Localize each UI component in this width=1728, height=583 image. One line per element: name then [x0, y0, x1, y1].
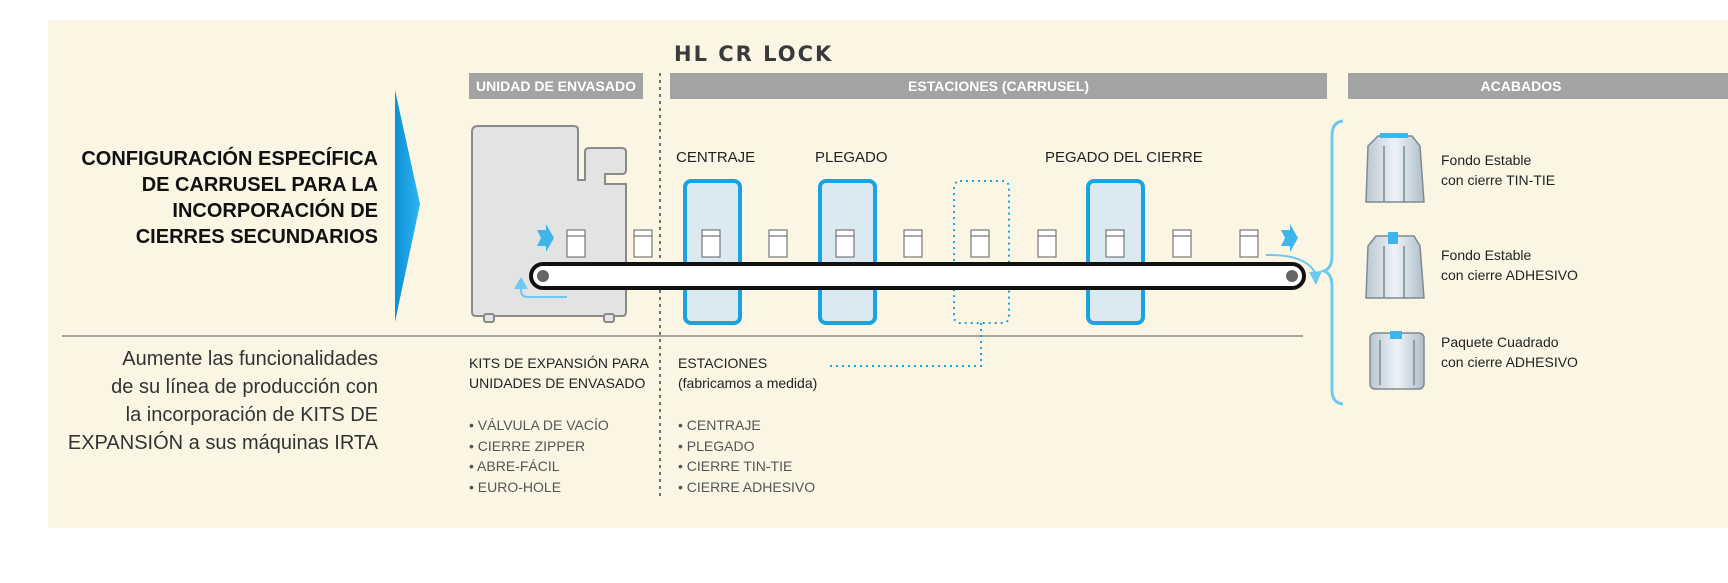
- header-unit: UNIDAD DE ENVASADO: [469, 73, 643, 99]
- return-arrow-icon: [520, 287, 567, 298]
- station-label-plegado: PLEGADO: [815, 149, 888, 166]
- package-icon: [903, 229, 923, 258]
- kits-title: KITS DE EXPANSIÓN PARA UNIDADES DE ENVAS…: [469, 355, 649, 391]
- bag-tin-tie-icon: [1365, 133, 1425, 203]
- out-arrow-icon: [1281, 224, 1298, 252]
- package-icon: [566, 229, 586, 258]
- packaging-machine-icon: [471, 125, 627, 323]
- header-finishes: ACABADOS: [1348, 73, 1728, 99]
- package-icon: [633, 229, 653, 258]
- finishes-bracket: [1319, 119, 1344, 406]
- square-pack-adhesive-icon: [1369, 331, 1425, 390]
- list-item: EURO-HOLE: [469, 477, 609, 498]
- bag-adhesive-icon: [1365, 232, 1425, 299]
- exit-curve-arrow-icon: [1265, 253, 1317, 275]
- package-icon: [970, 229, 990, 258]
- brand-title: HL CR LOCK: [674, 42, 834, 66]
- station-label-centraje: CENTRAJE: [676, 149, 756, 166]
- package-icon: [768, 229, 788, 258]
- package-icon: [835, 229, 855, 258]
- list-item: CIERRE ZIPPER: [469, 436, 609, 457]
- in-arrow-icon: [537, 224, 554, 252]
- package-icon: [1037, 229, 1057, 258]
- list-item: ABRE-FÁCIL: [469, 456, 609, 477]
- package-icon: [701, 229, 721, 258]
- stations-list: CENTRAJE PLEGADO CIERRE TIN-TIE CIERRE A…: [678, 415, 815, 497]
- conveyor-roller-right: [1286, 270, 1298, 282]
- subtitle: Aumente las funcionalidades de su línea …: [67, 348, 378, 454]
- package-icon: [1172, 229, 1192, 258]
- conveyor-roller-left: [537, 270, 549, 282]
- stations-title: ESTACIONES (fabricamos a medida): [678, 355, 818, 391]
- header-stations: ESTACIONES (CARRUSEL): [670, 73, 1327, 99]
- flow-wedge: [395, 90, 420, 322]
- package-icon: [1239, 229, 1259, 258]
- station-leader-line: [830, 323, 982, 367]
- conveyor-belt: [529, 262, 1306, 290]
- station-label-pegado: PEGADO DEL CIERRE: [1045, 149, 1203, 166]
- list-item: CIERRE TIN-TIE: [678, 456, 815, 477]
- list-item: PLEGADO: [678, 436, 815, 457]
- kits-list: VÁLVULA DE VACÍO CIERRE ZIPPER ABRE-FÁCI…: [469, 415, 609, 497]
- conveyor-packages: [566, 229, 1259, 258]
- list-item: CIERRE ADHESIVO: [678, 477, 815, 498]
- package-icon: [1105, 229, 1125, 258]
- list-item: VÁLVULA DE VACÍO: [469, 415, 609, 436]
- main-title: CONFIGURACIÓN ESPECÍFICA DE CARRUSEL PAR…: [81, 148, 378, 248]
- list-item: CENTRAJE: [678, 415, 815, 436]
